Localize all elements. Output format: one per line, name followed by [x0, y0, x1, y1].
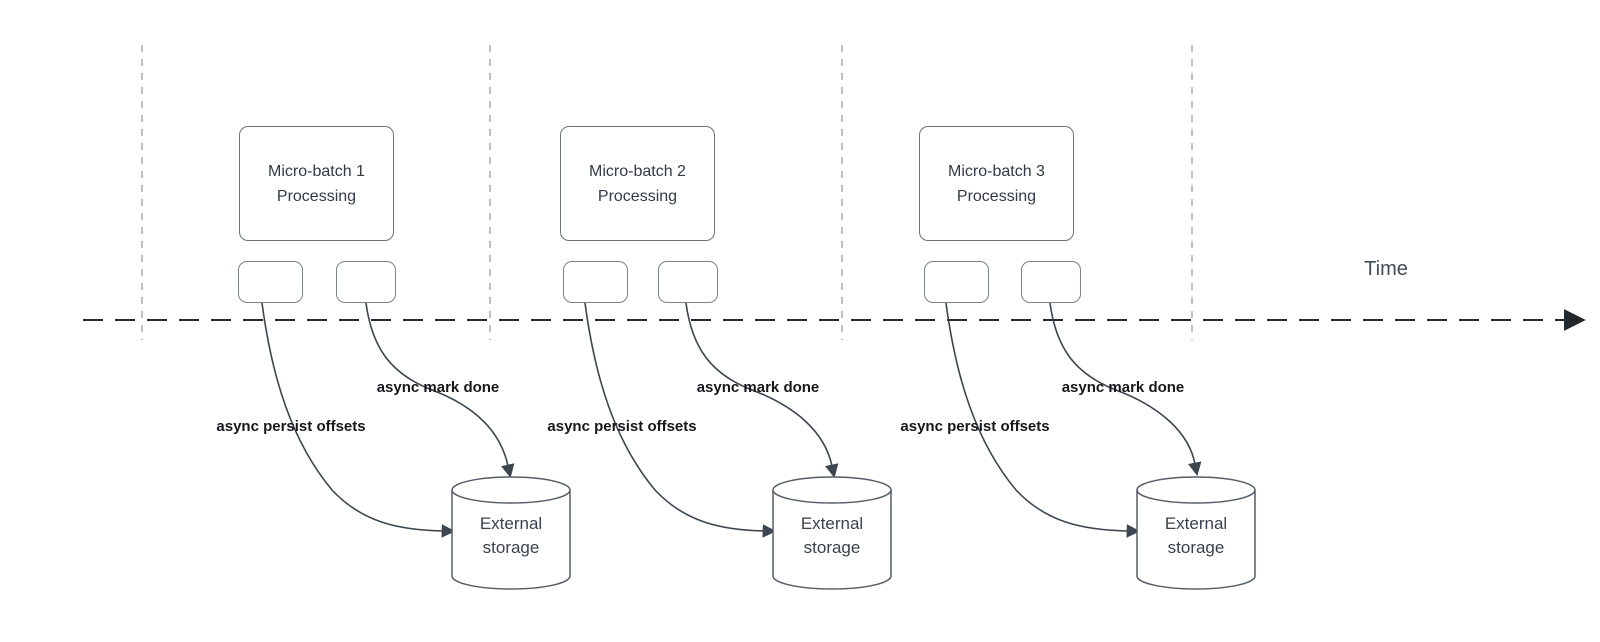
- batch-3-persist-source-box: [924, 261, 989, 303]
- micro-batch-1-node: Micro-batch 1 Processing: [239, 126, 394, 241]
- mark-done-arrow-2: [685, 302, 839, 478]
- storage-cylinder-1: [451, 476, 571, 590]
- batch-3-arrows: [945, 302, 1202, 538]
- persist-offsets-arrow-2: [584, 302, 777, 538]
- mark-done-label-1: async mark done: [376, 379, 500, 396]
- micro-batch-1-label: Micro-batch 1 Processing: [268, 162, 365, 205]
- external-storage-label-1: External storage: [479, 514, 543, 557]
- batch-1-arrows: [261, 302, 515, 538]
- storage-cylinder-3: [1136, 476, 1256, 590]
- micro-batch-2-node: Micro-batch 2 Processing: [560, 126, 715, 241]
- micro-batch-3-label: Micro-batch 3 Processing: [948, 162, 1045, 205]
- cylinder-top: [1136, 476, 1256, 504]
- batch-2-persist-source-box: [563, 261, 628, 303]
- persist-offsets-label-3: async persist offsets: [900, 418, 1050, 435]
- cylinder-body: [451, 490, 571, 590]
- mark-done-label-2: async mark done: [696, 379, 820, 396]
- mark-done-label-3: async mark done: [1061, 379, 1185, 396]
- mark-done-arrow-1: [365, 302, 515, 478]
- cylinder-body: [772, 490, 892, 590]
- time-axis-label: Time: [1364, 258, 1408, 280]
- cylinder-top: [772, 476, 892, 504]
- storage-cylinder-2: [772, 476, 892, 590]
- persist-offsets-arrow-1: [261, 302, 456, 538]
- mark-done-arrow-3: [1049, 302, 1202, 477]
- micro-batch-2-label: Micro-batch 2 Processing: [589, 162, 686, 205]
- persist-offsets-label-2: async persist offsets: [547, 418, 697, 435]
- persist-offsets-label-1: async persist offsets: [216, 418, 366, 435]
- batch-1-persist-source-box: [238, 261, 303, 303]
- batch-1-markdone-source-box: [336, 261, 396, 303]
- persist-offsets-arrow-3: [945, 302, 1141, 538]
- micro-batch-3-node: Micro-batch 3 Processing: [919, 126, 1074, 241]
- external-storage-label-3: External storage: [1164, 514, 1228, 557]
- batch-3-markdone-source-box: [1021, 261, 1081, 303]
- cylinder-body: [1136, 490, 1256, 590]
- external-storage-label-2: External storage: [800, 514, 864, 557]
- batch-2-markdone-source-box: [658, 261, 718, 303]
- batch-2-arrows: [584, 302, 839, 538]
- cylinder-top: [451, 476, 571, 504]
